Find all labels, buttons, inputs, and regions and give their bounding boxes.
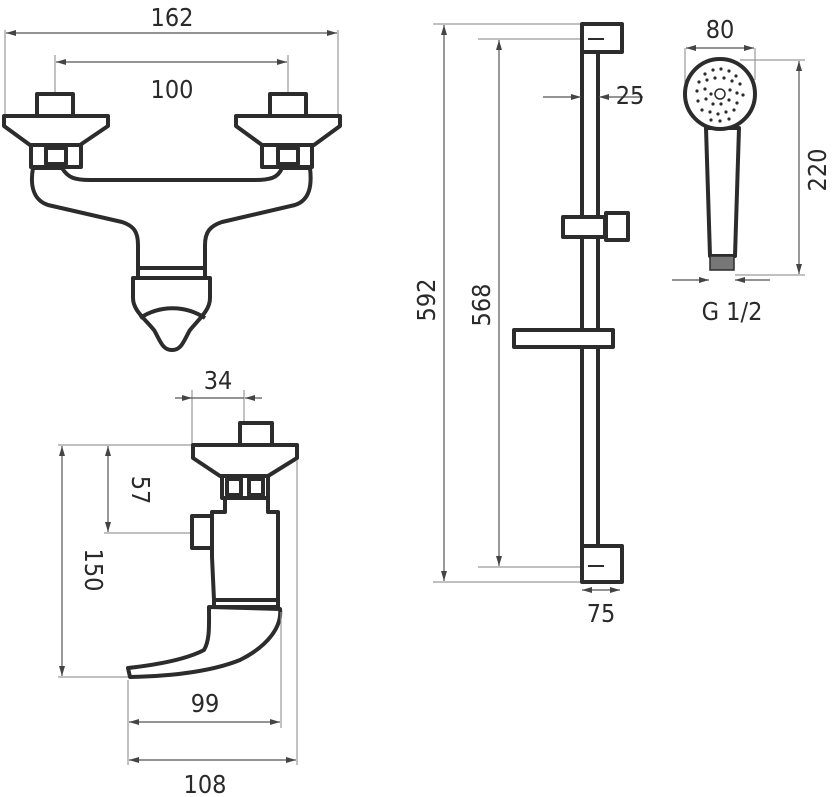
dim-wall-projection: 75 bbox=[587, 599, 616, 628]
dim-overall-width: 162 bbox=[151, 3, 194, 32]
dim-inlet-height: 57 bbox=[126, 476, 155, 505]
dim-head-diameter: 80 bbox=[706, 15, 735, 44]
front-view-mixer: 162 100 bbox=[2, 3, 342, 352]
dim-rail-total-length: 592 bbox=[412, 279, 441, 322]
dim-shower-length: 220 bbox=[803, 149, 832, 192]
dim-inlet-spacing: 100 bbox=[151, 75, 194, 104]
shower-rail: 592 568 25 75 bbox=[412, 22, 645, 628]
spray-nozzles bbox=[695, 67, 745, 123]
dim-thread-size: G 1/2 bbox=[702, 297, 763, 326]
hand-shower: 80 220 G 1/2 bbox=[672, 15, 832, 326]
dim-inlet-offset: 34 bbox=[204, 366, 233, 395]
side-view-mixer: 34 57 150 99 108 bbox=[58, 366, 299, 797]
dim-total-height: 150 bbox=[79, 549, 108, 592]
dim-bracket-spacing: 568 bbox=[467, 284, 496, 327]
thread-connector bbox=[709, 255, 735, 271]
dim-total-depth: 108 bbox=[184, 770, 227, 797]
dim-rail-diameter: 25 bbox=[616, 81, 645, 110]
dim-spout-reach: 99 bbox=[191, 689, 220, 718]
